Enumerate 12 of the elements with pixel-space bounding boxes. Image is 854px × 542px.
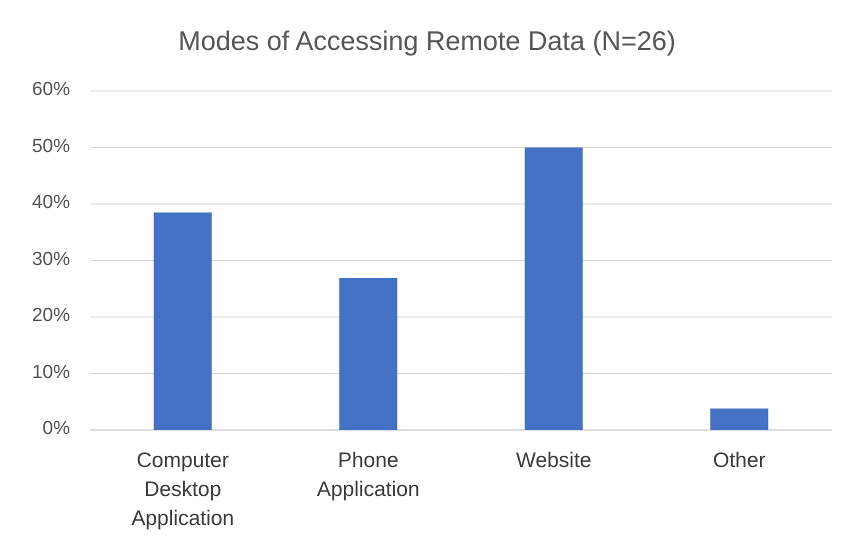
- y-tick-label: 40%: [30, 192, 70, 214]
- y-tick-label: 60%: [30, 79, 70, 101]
- y-tick-label: 50%: [30, 136, 70, 158]
- x-tick-label: Other: [712, 448, 767, 474]
- x-tick-label: Phone Application: [316, 448, 421, 503]
- y-tick-label: 0%: [42, 418, 70, 440]
- y-tick-label: 20%: [30, 305, 70, 327]
- chart-title: Modes of Accessing Remote Data (N=26): [177, 26, 677, 57]
- y-tick-label: 10%: [30, 362, 70, 384]
- y-tick-label: 30%: [30, 248, 70, 270]
- x-tick-label: Website: [515, 448, 592, 474]
- x-tick-label: Computer Desktop Application: [130, 448, 236, 532]
